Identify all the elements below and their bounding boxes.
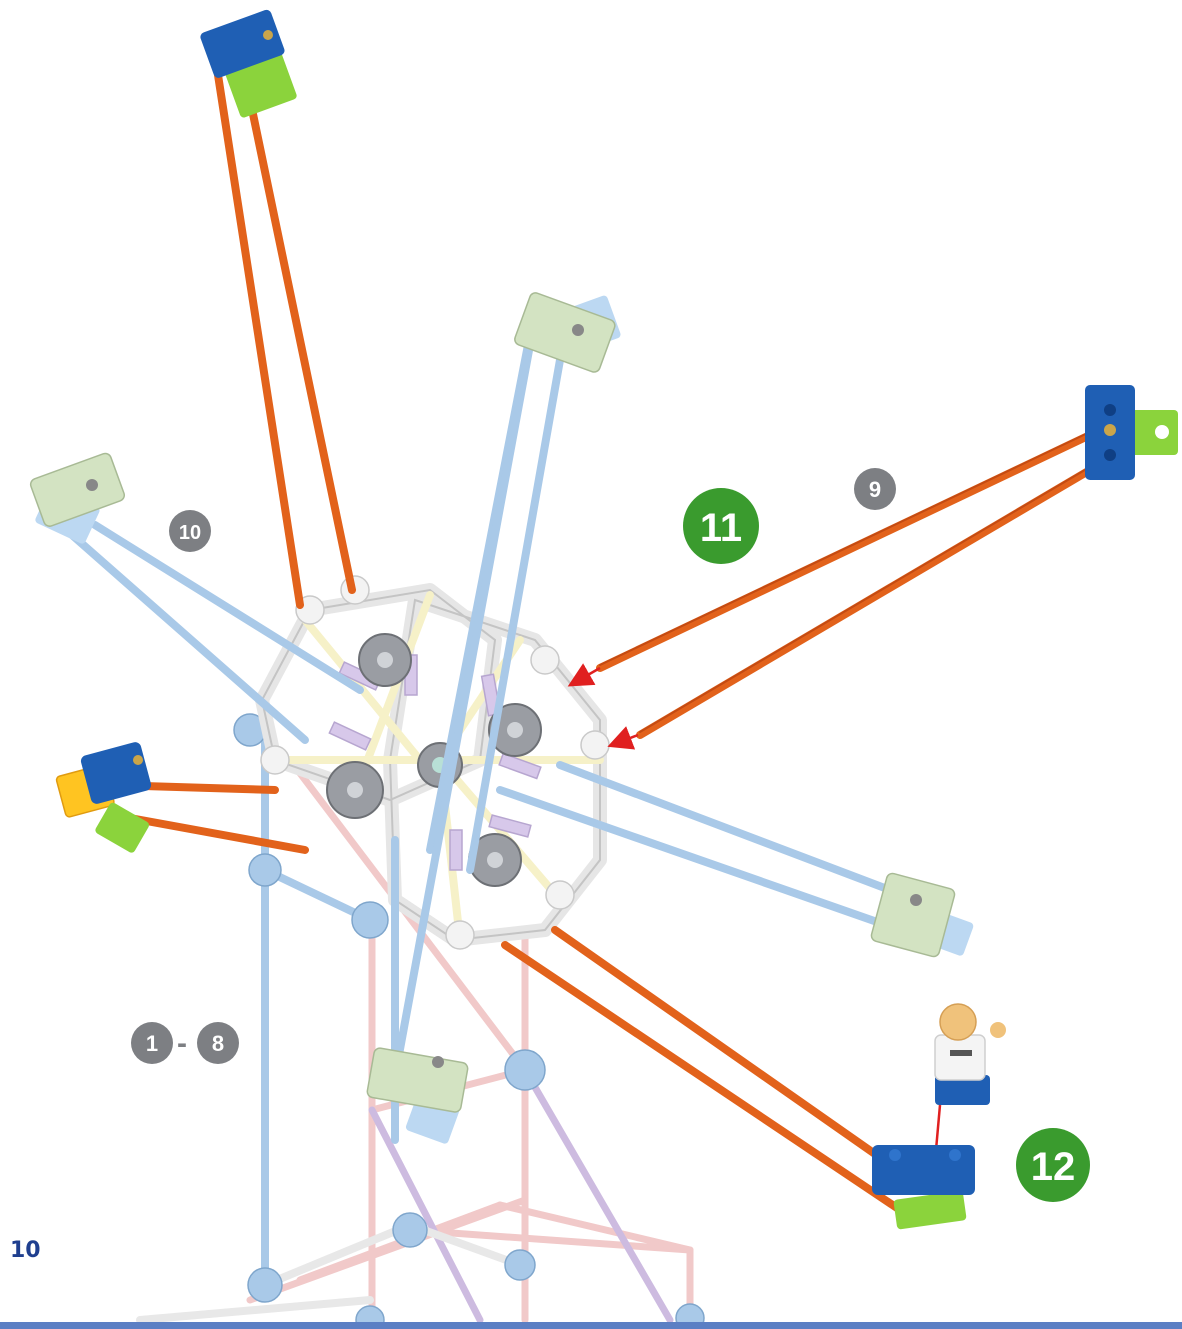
step-number: 8 xyxy=(212,1031,224,1056)
step-9-badge: 9 xyxy=(854,468,896,510)
step-11-badge: 11 xyxy=(683,488,759,564)
figure-legs xyxy=(935,1075,990,1105)
blue-connector xyxy=(504,1049,546,1091)
step-range-badge: 1 - 8 xyxy=(131,1022,239,1064)
seat-right-new xyxy=(1085,385,1178,480)
pink-rod xyxy=(406,1226,694,1254)
step-number: 1 xyxy=(146,1031,158,1056)
blue-arm xyxy=(556,761,894,894)
purple-clip xyxy=(498,752,542,780)
orange-arm-new xyxy=(596,431,1094,672)
bottom-bar xyxy=(0,1322,1182,1329)
blue-connector xyxy=(351,901,389,939)
step-badge-gray xyxy=(169,510,211,552)
white-rod xyxy=(261,1221,414,1289)
hub-frame xyxy=(255,575,610,950)
sage-brick xyxy=(870,872,956,958)
white-connector xyxy=(580,730,610,760)
white-connector xyxy=(445,920,475,950)
purple-rod xyxy=(521,1066,674,1324)
orange-arm xyxy=(501,941,904,1214)
blue-arm xyxy=(466,356,564,874)
step-number: 10 xyxy=(179,522,201,544)
step-number: 12 xyxy=(1031,1145,1076,1189)
seat-right-middle xyxy=(870,872,974,958)
yellow-spoke xyxy=(356,591,434,784)
orange-arm xyxy=(126,814,309,854)
figure-hand xyxy=(990,1022,1006,1038)
purple-clip xyxy=(449,829,463,871)
blue-rod xyxy=(261,866,374,924)
tower-base xyxy=(136,713,705,1329)
blue-connector xyxy=(392,1212,428,1248)
step-number: 11 xyxy=(700,506,742,550)
blue-arm xyxy=(496,786,904,934)
green-plate xyxy=(95,802,149,853)
seat-left-upper xyxy=(29,452,126,544)
seat-upper-right xyxy=(514,292,621,373)
blue-connector xyxy=(248,853,282,887)
step-badge-gray xyxy=(131,1022,173,1064)
orange-arm xyxy=(214,71,304,609)
seat-lower-right-new xyxy=(872,1145,975,1230)
blue-arm xyxy=(394,341,534,1064)
pink-rod xyxy=(496,1201,694,1254)
step-badge-gray xyxy=(197,1022,239,1064)
page-number: 10 xyxy=(10,1238,41,1263)
green-plate xyxy=(893,1190,967,1230)
step-badge-green xyxy=(1016,1128,1090,1202)
sage-brick xyxy=(366,1047,469,1113)
purple-clip xyxy=(488,814,532,838)
blue-connector xyxy=(247,1267,283,1303)
step-badge-gray xyxy=(854,468,896,510)
blue-arm xyxy=(91,521,364,694)
blue-arm xyxy=(51,516,309,744)
blue-brick xyxy=(80,742,152,804)
red-arrow xyxy=(607,726,639,750)
orange-arm xyxy=(551,926,909,1179)
white-connector xyxy=(530,645,560,675)
sage-brick xyxy=(29,452,126,527)
orange-arm xyxy=(244,86,356,594)
white-connector xyxy=(260,745,290,775)
step-range-separator: - xyxy=(177,1027,187,1060)
step-10-badge: 10 xyxy=(169,510,211,552)
step-badge-green xyxy=(683,488,759,564)
seat-top xyxy=(200,9,297,118)
arm-rods xyxy=(51,71,1094,1214)
blue-brick xyxy=(200,9,285,78)
green-plate xyxy=(1128,410,1178,455)
white-rod xyxy=(406,1221,524,1269)
blue-connector xyxy=(504,1249,536,1281)
passenger-figure xyxy=(934,1003,1006,1105)
figure-head xyxy=(939,1003,977,1041)
step-12-badge: 12 xyxy=(1016,1128,1090,1202)
purple-clip xyxy=(328,721,372,751)
orange-arm-new xyxy=(636,466,1094,739)
red-arrow xyxy=(567,663,601,687)
white-rod xyxy=(136,1296,374,1324)
figure-torso xyxy=(934,1034,986,1081)
sage-brick xyxy=(514,292,616,373)
seat-bottom xyxy=(366,1047,469,1144)
step-badges: 1 - 8 9 10 11 12 xyxy=(131,468,1090,1202)
seat-left-lower xyxy=(55,742,152,853)
purple-rod xyxy=(368,1106,484,1324)
step-number: 9 xyxy=(869,477,881,502)
white-connector xyxy=(545,880,575,910)
